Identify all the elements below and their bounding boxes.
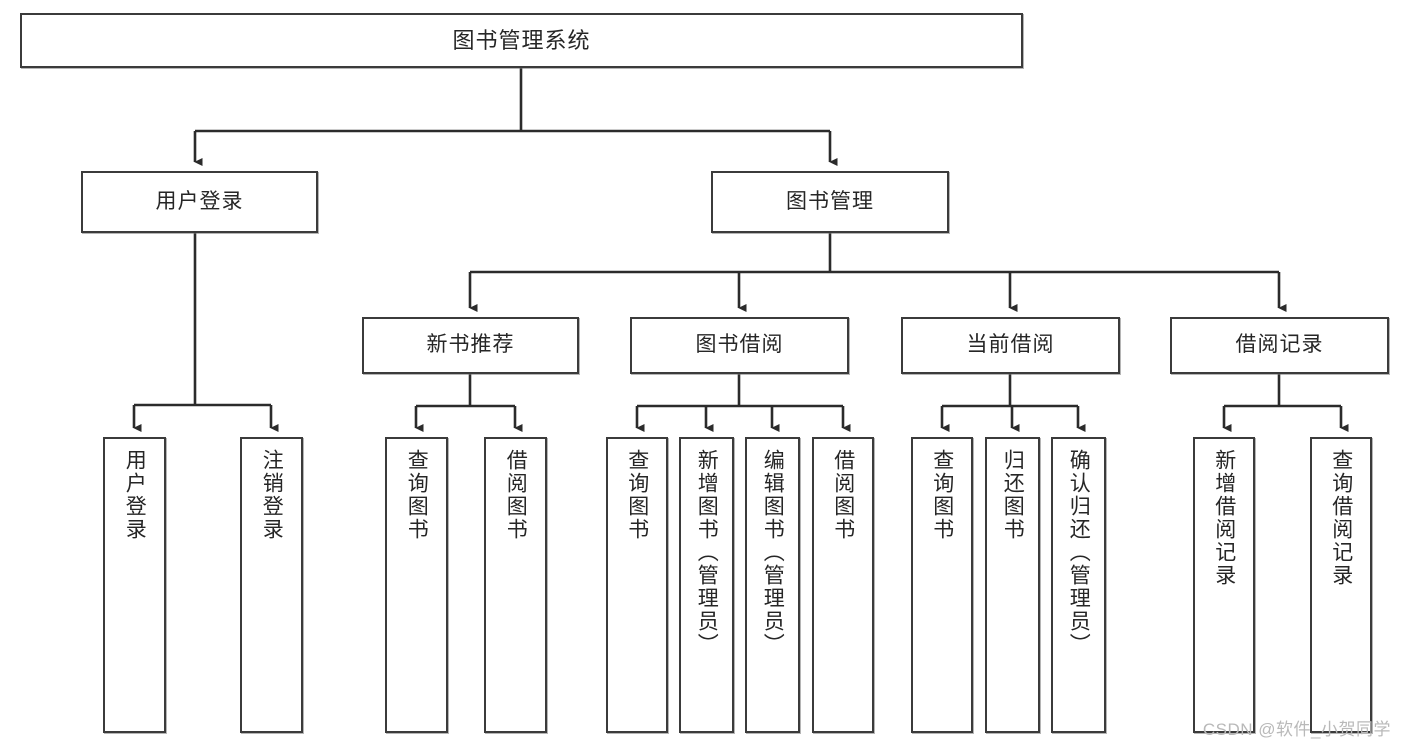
leaf-query-book-2-label: 查询图书 — [625, 449, 649, 541]
leaf-query-book-1-label: 查询图书 — [405, 449, 429, 541]
leaf-user-login[interactable]: 用户登录 — [103, 437, 166, 733]
node-book-manage-label: 图书管理 — [786, 189, 874, 213]
node-borrow-record[interactable]: 借阅记录 — [1170, 317, 1389, 374]
leaf-query-record[interactable]: 查询借阅记录 — [1310, 437, 1372, 733]
node-new-book-recommend[interactable]: 新书推荐 — [362, 317, 579, 374]
leaf-return-book[interactable]: 归还图书 — [985, 437, 1040, 733]
leaf-borrow-book-1[interactable]: 借阅图书 — [484, 437, 547, 733]
node-root-system[interactable]: 图书管理系统 — [20, 13, 1023, 68]
node-current-borrow[interactable]: 当前借阅 — [901, 317, 1120, 374]
leaf-query-book-3[interactable]: 查询图书 — [911, 437, 973, 733]
leaf-add-book[interactable]: 新增图书（管理员） — [679, 437, 734, 733]
leaf-logout-label: 注销登录 — [260, 449, 284, 541]
node-current-borrow-label: 当前借阅 — [966, 333, 1055, 357]
leaf-add-record[interactable]: 新增借阅记录 — [1193, 437, 1255, 733]
node-borrow-record-label: 借阅记录 — [1235, 333, 1324, 357]
node-root-label: 图书管理系统 — [452, 27, 591, 53]
leaf-confirm-return[interactable]: 确认归还（管理员） — [1051, 437, 1106, 733]
watermark-text: CSDN @软件_小贺同学 — [1202, 720, 1391, 739]
leaf-query-record-label: 查询借阅记录 — [1329, 449, 1353, 587]
leaf-user-login-label: 用户登录 — [123, 449, 147, 541]
node-user-login-label: 用户登录 — [155, 189, 244, 213]
node-book-borrow[interactable]: 图书借阅 — [630, 317, 849, 374]
node-new-book-recommend-label: 新书推荐 — [426, 333, 515, 357]
leaf-borrow-book-1-label: 借阅图书 — [504, 449, 528, 541]
leaf-edit-book[interactable]: 编辑图书（管理员） — [745, 437, 800, 733]
leaf-query-book-2[interactable]: 查询图书 — [606, 437, 668, 733]
node-book-borrow-label: 图书借阅 — [695, 333, 784, 357]
leaf-return-book-label: 归还图书 — [1001, 449, 1025, 541]
leaf-query-book-3-label: 查询图书 — [930, 449, 954, 541]
leaf-borrow-book-2[interactable]: 借阅图书 — [812, 437, 874, 733]
leaf-add-book-label: 新增图书（管理员） — [695, 449, 719, 656]
leaf-add-record-label: 新增借阅记录 — [1212, 449, 1236, 587]
node-user-login[interactable]: 用户登录 — [81, 171, 318, 233]
node-book-manage[interactable]: 图书管理 — [711, 171, 949, 233]
leaf-logout[interactable]: 注销登录 — [240, 437, 303, 733]
leaf-edit-book-label: 编辑图书（管理员） — [761, 449, 785, 656]
leaf-borrow-book-2-label: 借阅图书 — [831, 449, 855, 541]
leaf-query-book-1[interactable]: 查询图书 — [385, 437, 448, 733]
leaf-confirm-return-label: 确认归还（管理员） — [1067, 449, 1091, 656]
